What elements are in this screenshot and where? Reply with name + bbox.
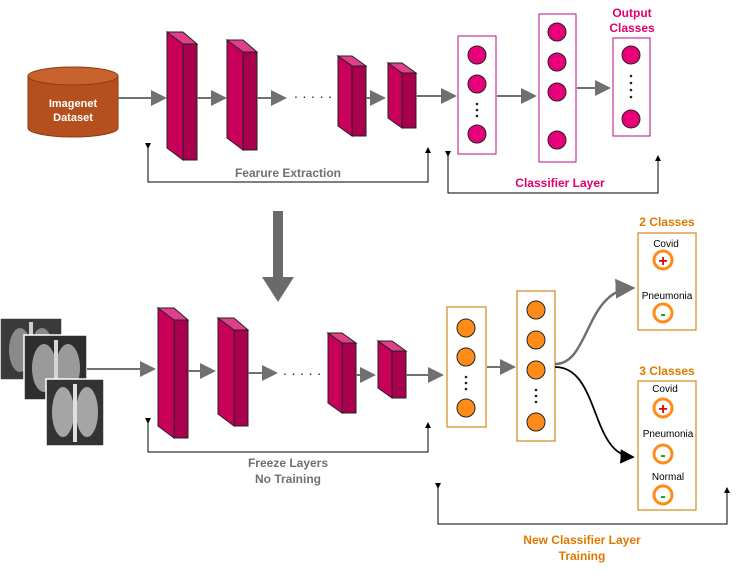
neuron bbox=[467, 74, 487, 94]
ellipsis-dots-top: · · · · · bbox=[294, 88, 333, 104]
new-classifier-column-2 bbox=[516, 290, 556, 442]
minus-symbol: - bbox=[660, 488, 665, 505]
class-label-normal: Normal bbox=[652, 472, 684, 483]
neuron bbox=[547, 82, 567, 102]
neuron bbox=[467, 45, 487, 65]
freeze-layers-label-line2: No Training bbox=[255, 472, 321, 486]
conv-layer-top-4 bbox=[386, 62, 418, 129]
class-label-covid: Covid bbox=[652, 384, 678, 395]
class-label-covid: Covid bbox=[653, 239, 679, 250]
ellipsis-dots-bottom: · · · · · bbox=[283, 365, 322, 381]
minus-symbol: - bbox=[660, 306, 665, 323]
output-label-line1: Output bbox=[612, 6, 651, 20]
neuron bbox=[456, 318, 476, 338]
chest-xray-images bbox=[0, 317, 105, 447]
minus-symbol: - bbox=[660, 447, 665, 464]
conv-layer-bottom-1 bbox=[156, 307, 190, 439]
neuron bbox=[547, 130, 567, 150]
plus-icon bbox=[652, 249, 674, 271]
feature-extraction-bracket bbox=[145, 143, 431, 183]
freeze-layers-label-line1: Freeze Layers bbox=[248, 456, 328, 470]
three-classes-title: 3 Classes bbox=[639, 364, 695, 378]
conv-layer-top-2 bbox=[225, 39, 259, 151]
neuron bbox=[456, 398, 476, 418]
two-classes-box bbox=[637, 232, 697, 331]
classifier-layer-label: Classifier Layer bbox=[515, 176, 605, 190]
conv-layer-bottom-3 bbox=[326, 332, 358, 414]
class-label-pneumonia: Pneumonia bbox=[642, 291, 693, 302]
output-label-line2: Classes bbox=[609, 21, 655, 35]
branch-arrow-2-classes bbox=[554, 278, 636, 366]
output-column bbox=[612, 37, 651, 137]
neuron bbox=[526, 360, 546, 380]
classifier-layer-bracket bbox=[445, 151, 661, 194]
new-classifier-bracket bbox=[435, 483, 730, 525]
neuron bbox=[547, 22, 567, 42]
neuron bbox=[526, 300, 546, 320]
freeze-layers-bracket bbox=[145, 418, 431, 453]
feature-extraction-label: Fearure Extraction bbox=[235, 166, 341, 180]
minus-icon bbox=[652, 302, 674, 324]
plus-symbol: + bbox=[658, 253, 667, 270]
neuron bbox=[621, 109, 641, 129]
new-classifier-label-line2: Training bbox=[559, 549, 606, 563]
neuron bbox=[456, 347, 476, 367]
class-label-pneumonia: Pneumonia bbox=[643, 429, 694, 440]
transfer-down-arrow bbox=[262, 211, 294, 302]
plus-symbol: + bbox=[658, 401, 667, 418]
dataset-label-line1: Imagenet bbox=[49, 98, 98, 110]
branch-arrow-3-classes bbox=[554, 366, 635, 464]
conv-layer-bottom-4 bbox=[376, 340, 408, 399]
conv-layer-bottom-2 bbox=[216, 317, 250, 427]
neuron bbox=[467, 124, 487, 144]
imagenet-dataset-cylinder bbox=[27, 66, 119, 138]
two-classes-title: 2 Classes bbox=[639, 215, 695, 229]
new-classifier-column-1 bbox=[446, 306, 487, 428]
conv-layer-top-1 bbox=[165, 31, 199, 161]
three-classes-box bbox=[637, 380, 697, 511]
neuron bbox=[526, 412, 546, 432]
neuron bbox=[547, 52, 567, 72]
new-classifier-label-line1: New Classifier Layer bbox=[523, 533, 641, 547]
conv-layer-top-3 bbox=[336, 55, 368, 137]
minus-icon bbox=[652, 443, 674, 465]
dataset-label-line2: Dataset bbox=[53, 112, 93, 124]
classifier-column-2 bbox=[538, 13, 577, 163]
plus-icon bbox=[652, 397, 674, 419]
neuron bbox=[526, 330, 546, 350]
neuron bbox=[621, 45, 641, 65]
